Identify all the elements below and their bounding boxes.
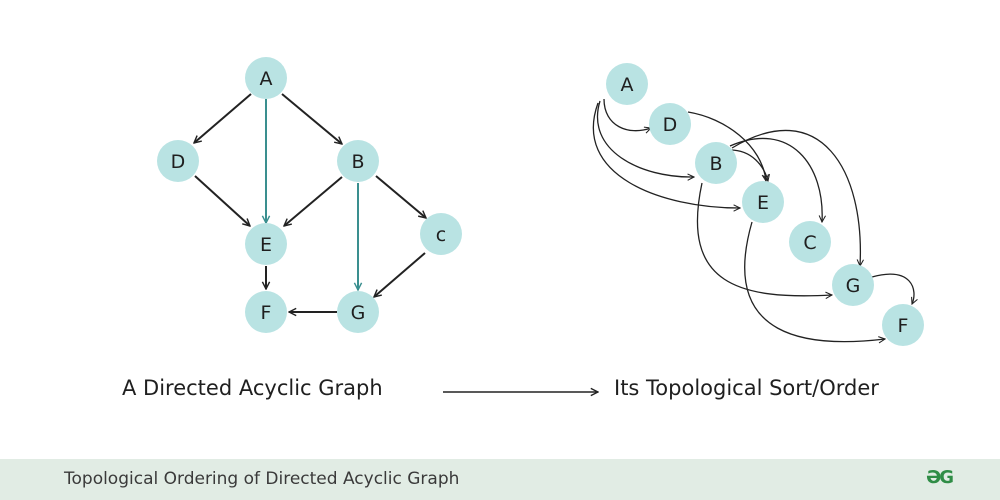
dag-node-d-label: D [171, 151, 186, 173]
topo-node-d: D [649, 103, 691, 145]
topo-edge-c-g [696, 182, 832, 296]
gfg-logo-icon: ƏG [926, 467, 954, 488]
edge-b-c [375, 175, 426, 218]
edge-c-g [374, 252, 426, 297]
edge-d-e [194, 175, 250, 226]
topo-node-a: A [606, 63, 648, 105]
topo-node-a-label: A [621, 74, 634, 96]
dag-node-c-label: c [436, 224, 446, 246]
topo-edge-b-e [729, 149, 768, 181]
caption-topological-order: Its Topological Sort/Order [614, 376, 879, 400]
topo-node-e: E [742, 181, 784, 223]
dag-node-b-label: B [351, 151, 364, 173]
footer-bar: Topological Ordering of Directed Acyclic… [0, 459, 1000, 500]
topo-edge-a-b [597, 100, 694, 177]
dag-node-g: G [337, 291, 379, 333]
topo-node-d-label: D [663, 114, 678, 136]
topo-edge-e-f [744, 221, 885, 342]
dag-node-e: E [245, 223, 287, 265]
topo-node-f: F [882, 304, 924, 346]
topo-node-c-label: C [803, 232, 816, 254]
topological-order-graph: A D B E C G F [592, 63, 924, 346]
dag-node-a: A [245, 57, 287, 99]
dag-node-a-label: A [260, 68, 273, 90]
topo-node-b-label: B [709, 153, 722, 175]
topo-node-g: G [832, 264, 874, 306]
topo-edge-a-e [592, 102, 740, 208]
topo-node-b: B [695, 142, 737, 184]
edge-a-b [281, 93, 342, 144]
topo-node-c: C [789, 221, 831, 263]
dag-node-b: B [337, 140, 379, 182]
topo-node-e-label: E [757, 192, 769, 214]
dag-node-c: c [420, 213, 462, 255]
edge-b-e [284, 176, 343, 226]
topo-node-g-label: G [846, 275, 861, 297]
topo-edge-a-d [603, 98, 651, 131]
topo-edge-b-g [731, 129, 860, 266]
topological-sort-diagram: A D B E c F G [157, 57, 924, 460]
dag-node-f-label: F [261, 302, 272, 324]
topo-edge-g-f [871, 273, 914, 304]
dag-node-f: F [245, 291, 287, 333]
topo-node-f-label: F [898, 315, 909, 337]
topo-edge-b-c [729, 137, 822, 222]
edge-a-d [194, 93, 252, 143]
dag-node-d: D [157, 140, 199, 182]
dag-graph: A D B E c F G [157, 57, 462, 333]
footer-title: Topological Ordering of Directed Acyclic… [64, 469, 460, 489]
caption-dag: A Directed Acyclic Graph [122, 376, 383, 400]
dag-node-g-label: G [351, 302, 366, 324]
dag-node-e-label: E [260, 234, 272, 256]
